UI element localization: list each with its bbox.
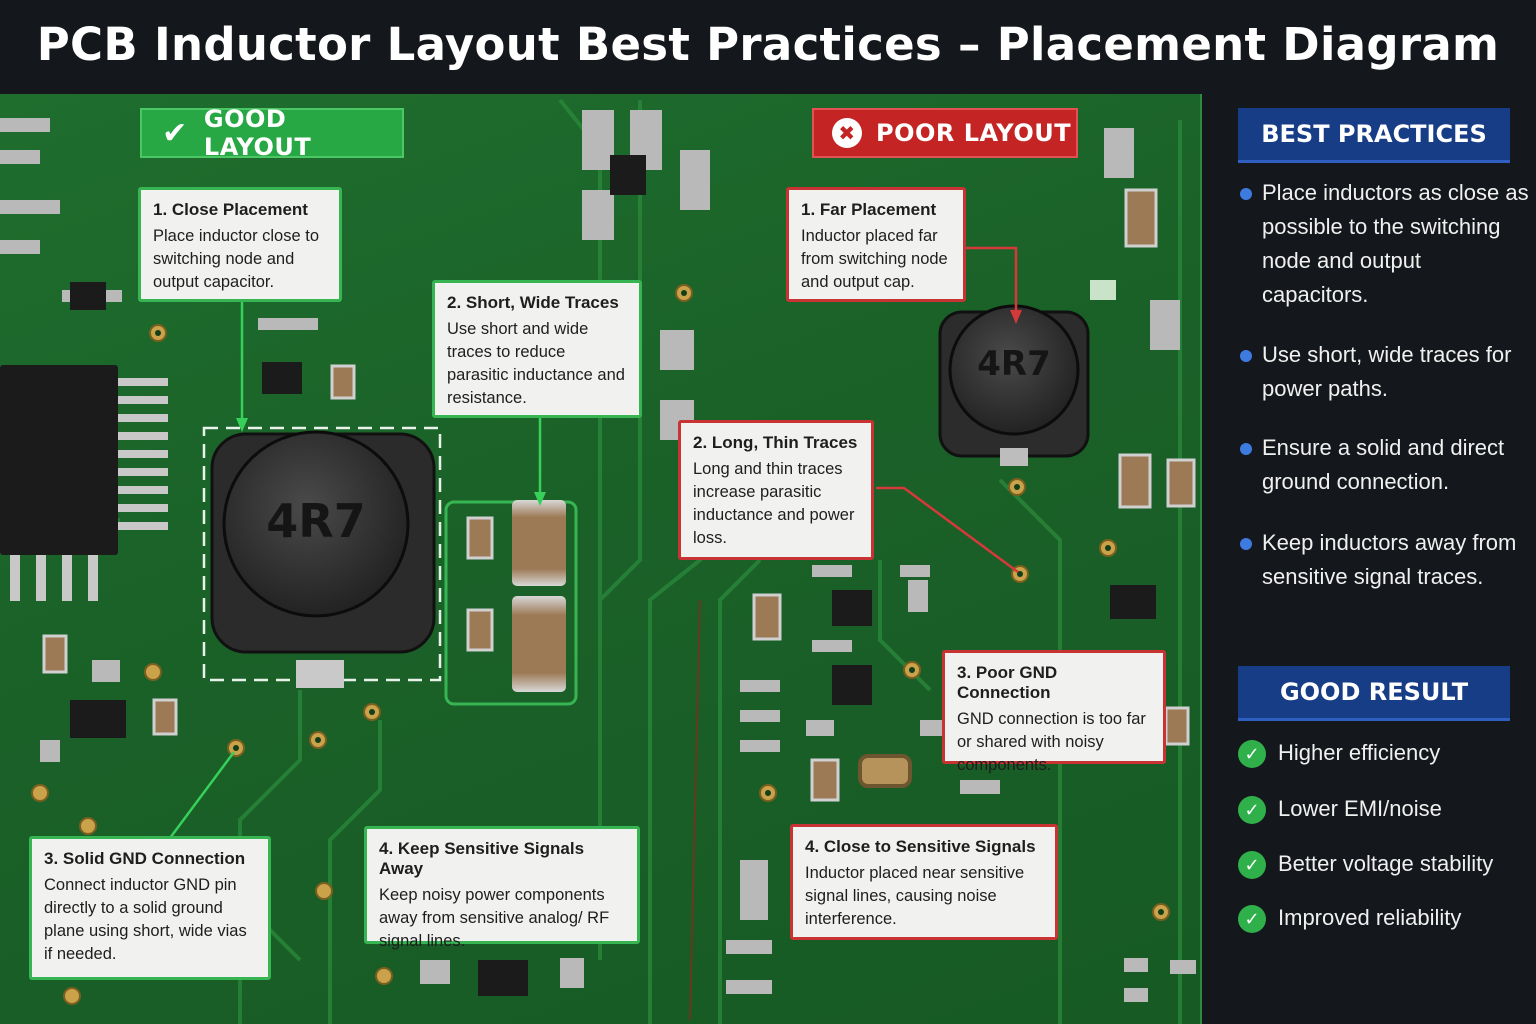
good-layout-label: GOOD LAYOUT — [203, 105, 312, 161]
check-circle-icon: ✓ — [1238, 740, 1266, 768]
card-heading: 2. Short, Wide Traces — [447, 293, 619, 312]
best-practice-item: Use short, wide traces for power paths. — [1262, 342, 1512, 401]
card-body: Use short and wide traces to reduce para… — [447, 320, 625, 407]
best-practice-item: Keep inductors away from sensitive signa… — [1262, 530, 1517, 589]
card-heading: 3. Poor GND Connection — [957, 663, 1058, 702]
poor-card-far-placement: 1. Far Placement Inductor placed far fro… — [786, 187, 966, 302]
good-card-short-wide-traces: 2. Short, Wide Traces Use short and wide… — [432, 280, 642, 418]
bullet-icon — [1240, 538, 1252, 550]
bullet-icon — [1240, 443, 1252, 455]
card-body: Inductor placed near sensitive signal li… — [805, 864, 1025, 928]
pcb-artwork — [0, 98, 1196, 1024]
ic-chip — [0, 365, 168, 601]
best-practices-heading: BEST PRACTICES — [1238, 108, 1510, 163]
card-body: Long and thin traces increase parasitic … — [693, 460, 855, 547]
best-practice-item: Ensure a solid and direct ground connect… — [1262, 435, 1505, 494]
page-title: PCB Inductor Layout Best Practices – Pla… — [36, 18, 1500, 71]
check-circle-icon: ✓ — [1238, 905, 1266, 933]
good-result-item: Lower EMI/noise — [1278, 796, 1442, 821]
card-body: Place inductor close to switching node a… — [153, 227, 320, 291]
leader-lines — [168, 246, 1019, 839]
card-body: GND connection is too far or shared with… — [957, 710, 1146, 774]
best-practice-item: Place inductors as close as possible to … — [1262, 180, 1529, 307]
poor-inductor — [938, 304, 1090, 466]
card-heading: 1. Close Placement — [153, 200, 308, 219]
card-heading: 4. Close to Sensitive Signals — [805, 837, 1036, 856]
good-card-solid-gnd: 3. Solid GND Connection Connect inductor… — [29, 836, 271, 980]
poor-card-close-to-signals: 4. Close to Sensitive Signals Inductor p… — [790, 824, 1058, 940]
check-icon: ✔ — [162, 115, 188, 151]
poor-layout-label: POOR LAYOUT — [876, 119, 1072, 147]
check-circle-icon: ✓ — [1238, 851, 1266, 879]
good-result-item: Higher efficiency — [1278, 740, 1441, 765]
card-heading: 2. Long, Thin Traces — [693, 433, 858, 452]
good-layout-banner: ✔ GOOD LAYOUT — [140, 105, 404, 161]
poor-trace — [689, 599, 701, 1021]
good-card-keep-signals-away: 4. Keep Sensitive Signals Away Keep nois… — [364, 826, 640, 950]
good-result-item: Better voltage stability — [1278, 851, 1494, 876]
bullet-icon — [1240, 350, 1252, 362]
side-panel: BEST PRACTICES Place inductors as close … — [1224, 94, 1536, 1024]
card-heading: 4. Keep Sensitive Signals Away — [379, 839, 585, 878]
card-body: Connect inductor GND pin directly to a s… — [44, 876, 247, 963]
poor-card-long-thin-traces: 2. Long, Thin Traces Long and thin trace… — [678, 420, 874, 560]
close-icon: ✖ — [832, 118, 862, 148]
card-heading: 3. Solid GND Connection — [44, 849, 246, 868]
poor-inductor-marking: 4R7 — [977, 344, 1051, 384]
good-result-heading: GOOD RESULT — [1238, 666, 1510, 721]
output-capacitors — [444, 500, 578, 706]
poor-layout-banner: ✖ POOR LAYOUT — [812, 108, 1078, 158]
check-circle-icon: ✓ — [1238, 796, 1266, 824]
good-inductor — [202, 426, 442, 688]
good-inductor-marking: 4R7 — [266, 494, 366, 548]
smd-components — [0, 110, 1196, 1002]
good-card-close-placement: 1. Close Placement Place inductor close … — [138, 187, 342, 302]
card-heading: 1. Far Placement — [801, 200, 937, 219]
bullet-icon — [1240, 188, 1252, 200]
poor-card-poor-gnd: 3. Poor GND Connection GND connection is… — [942, 650, 1166, 774]
card-body: Inductor placed far from switching node … — [801, 227, 948, 291]
card-body: Keep noisy power components away from se… — [379, 886, 610, 950]
good-result-item: Improved reliability — [1278, 905, 1462, 930]
